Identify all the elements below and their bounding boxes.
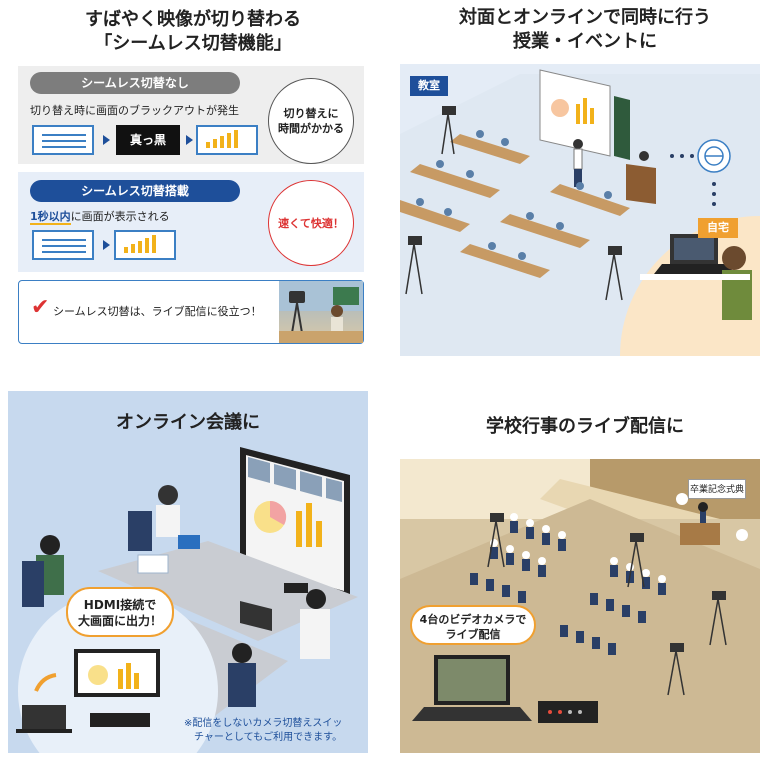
desc-highlight: 1秒以内 — [30, 210, 71, 225]
classroom-illustration: 教室 自宅 — [400, 64, 760, 356]
ceremony-sign: 卒業記念式典 — [688, 479, 746, 499]
meeting-illustration: オンライン会議に HDMI接続で 大画面に出力！ ※配信をしないカメラ切替えスイ… — [8, 391, 368, 753]
fast-circle-text: 速くて快適！ — [278, 216, 344, 230]
hdmi-bubble-line1: HDMI接続で — [83, 598, 157, 612]
classroom-tag: 教室 — [410, 76, 448, 96]
hybrid-class-panel: 対面とオンラインで同時に行う 授業・イベントに — [400, 0, 770, 370]
fast-switch-circle: 速くて快適！ — [268, 180, 354, 266]
arrow-icon — [103, 135, 110, 145]
ceremony-illustration: 卒業記念式典 4台のビデオカメラで ライブ配信 — [400, 459, 760, 753]
chart-screen — [114, 230, 176, 260]
without-seamless-desc: 切り替え時に画面のブラックアウトが発生 — [30, 104, 239, 117]
panel-title-line1: すばやく映像が切り替わる — [85, 9, 301, 30]
note-text: ※配信をしないカメラ切替えスイッ チャーとしてもご利用できます。 — [184, 717, 368, 745]
circle-line2: 時間がかかる — [278, 122, 344, 135]
camera-bubble-line1: 4台のビデオカメラで — [419, 613, 527, 626]
with-seamless-desc: 1秒以内に画面が表示される — [30, 208, 170, 225]
checkmark-icon: ✔ — [31, 295, 50, 320]
desc-rest: に画面が表示される — [70, 210, 170, 223]
camera-bubble: 4台のビデオカメラで ライブ配信 — [410, 605, 536, 645]
live-stream-text: シームレス切替は、ライブ配信に役立つ！ — [53, 305, 262, 318]
home-tag: 自宅 — [698, 218, 738, 238]
blackout-screen: 真っ黒 — [116, 125, 180, 155]
school-event-panel: 学校行事のライブ配信に — [400, 391, 770, 761]
document-screen — [32, 230, 94, 260]
arrow-icon — [103, 240, 110, 250]
document-screen — [32, 125, 94, 155]
panel-title-line1: 対面とオンラインで同時に行う — [459, 7, 711, 28]
live-stream-box: ✔ シームレス切替は、ライブ配信に役立つ！ — [18, 280, 364, 344]
online-meeting-panel: オンライン会議に HDMI接続で 大画面に出力！ ※配信をしないカメラ切替えスイ… — [8, 391, 378, 761]
hdmi-bubble: HDMI接続で 大画面に出力！ — [66, 587, 174, 637]
chart-screen — [196, 125, 258, 155]
live-stream-photo — [279, 281, 363, 343]
panel-title-line2: 「シームレス切替機能」 — [94, 33, 292, 54]
hdmi-bubble-line2: 大画面に出力！ — [77, 614, 162, 628]
without-seamless-pill: シームレス切替なし — [30, 72, 240, 94]
note-line1: ※配信をしないカメラ切替えスイッ — [184, 718, 343, 729]
with-seamless-pill: シームレス切替搭載 — [30, 180, 240, 202]
circle-line1: 切り替えに — [283, 107, 339, 120]
slow-switch-circle: 切り替えに時間がかかる — [268, 78, 354, 164]
seamless-switch-panel: すばやく映像が切り替わる 「シームレス切替機能」 シームレス切替なし 切り替え時… — [8, 0, 378, 370]
panel-title: オンライン会議に — [116, 412, 260, 433]
arrow-icon — [186, 135, 193, 145]
panel-title: 学校行事のライブ配信に — [486, 416, 684, 437]
note-line2: チャーとしてもご利用できます。 — [194, 732, 343, 743]
panel-title-line2: 授業・イベントに — [513, 31, 657, 52]
camera-bubble-line2: ライブ配信 — [445, 628, 501, 641]
